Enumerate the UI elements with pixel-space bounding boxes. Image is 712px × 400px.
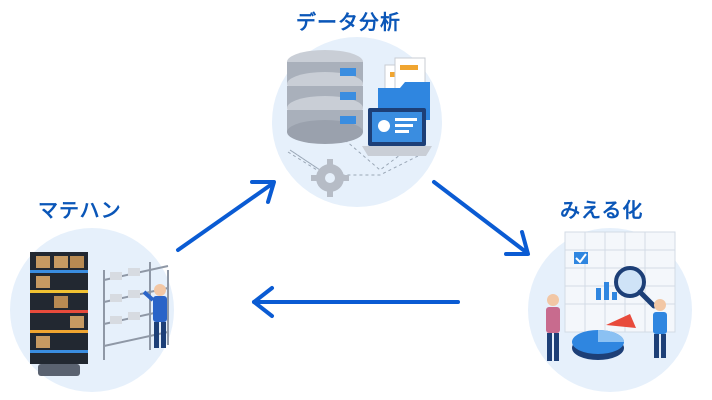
label-material-handling: マテハン [38,198,122,222]
label-visualization: みえる化 [560,198,644,222]
label-data-analysis: データ分析 [296,10,401,34]
arrow-to-data-analysis [176,180,276,252]
warehouse-robot-shelf-icon [30,252,169,376]
database-server-laptop-icon [287,50,432,197]
people-magnifier-chart-icon [546,231,676,361]
arrow-to-material-handling [252,286,460,318]
arrow-to-visualization [432,180,530,256]
